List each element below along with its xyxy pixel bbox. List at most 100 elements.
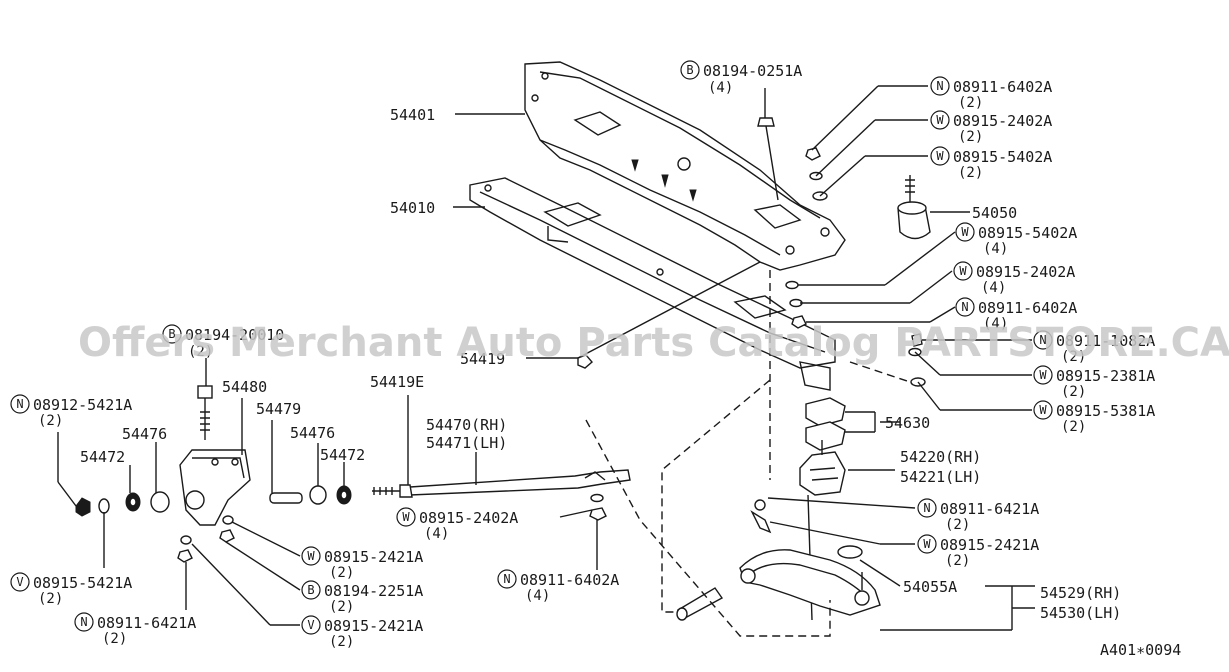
- svg-text:08915-2421A: 08915-2421A: [940, 536, 1039, 554]
- svg-text:(4): (4): [983, 241, 1008, 257]
- svg-text:08911-6421A: 08911-6421A: [97, 614, 196, 632]
- svg-text:W: W: [923, 537, 931, 551]
- svg-text:(2): (2): [945, 517, 970, 533]
- svg-text:N: N: [1039, 333, 1046, 347]
- svg-text:W: W: [959, 264, 967, 278]
- svg-text:08911-6421A: 08911-6421A: [940, 500, 1039, 518]
- svg-text:08915-5402A: 08915-5402A: [953, 148, 1052, 166]
- svg-text:08915-5381A: 08915-5381A: [1056, 402, 1155, 420]
- fastener-labels: B 08194-0251A (4) N 08911-6402A (2) W 08…: [10, 60, 1155, 650]
- bracket-54480[interactable]: [179, 449, 251, 526]
- fastener-label[interactable]: W 08915-2402A (2): [930, 110, 1052, 145]
- svg-text:08911-6402A: 08911-6402A: [978, 299, 1077, 317]
- label-54479[interactable]: 54479: [256, 400, 301, 418]
- label-54530[interactable]: 54530(LH): [1040, 604, 1121, 622]
- label-54221[interactable]: 54221(LH): [900, 468, 981, 486]
- lower-arm-54529[interactable]: [739, 499, 881, 616]
- svg-text:(2): (2): [958, 165, 983, 181]
- fastener-label[interactable]: W 08915-2381A (2): [1033, 365, 1155, 400]
- label-54472-a[interactable]: 54472: [80, 448, 125, 466]
- svg-text:V: V: [16, 575, 23, 589]
- fastener-label[interactable]: N 08911-6421A (2): [917, 498, 1039, 533]
- bushings[interactable]: [75, 485, 352, 563]
- svg-text:(2): (2): [38, 591, 63, 607]
- fastener-label[interactable]: N 08911-6421A (2): [74, 612, 196, 647]
- svg-text:B: B: [307, 583, 314, 597]
- svg-text:(4): (4): [708, 80, 733, 96]
- svg-text:(2): (2): [38, 413, 63, 429]
- label-54419[interactable]: 54419: [460, 350, 505, 368]
- fastener-label[interactable]: W 08915-5402A (2): [930, 146, 1052, 181]
- svg-text:W: W: [936, 113, 944, 127]
- fastener-label[interactable]: W 08915-2402A (4): [953, 261, 1075, 296]
- strut-pin: [577, 354, 724, 621]
- label-54055a[interactable]: 54055A: [903, 578, 957, 596]
- svg-text:(4): (4): [525, 588, 550, 604]
- svg-text:(2): (2): [1061, 384, 1086, 400]
- fastener-label[interactable]: V 08915-5421A (2): [10, 572, 132, 607]
- leader-lines: [57, 85, 1035, 637]
- fastener-label[interactable]: W 08915-5381A (2): [1033, 400, 1155, 435]
- svg-text:08194-20010: 08194-20010: [185, 326, 284, 344]
- fastener-label[interactable]: W 08915-2421A (2): [917, 534, 1039, 569]
- fastener-label[interactable]: N 08911-6402A (4): [497, 569, 619, 604]
- fastener-label[interactable]: W 08915-5402A (4): [955, 222, 1077, 257]
- svg-text:N: N: [16, 397, 23, 411]
- svg-text:(2): (2): [1061, 349, 1086, 365]
- svg-text:(4): (4): [981, 280, 1006, 296]
- label-54471[interactable]: 54471(LH): [426, 434, 507, 452]
- svg-text:(2): (2): [958, 95, 983, 111]
- fastener-label[interactable]: B 08194-2251A (2): [301, 580, 423, 615]
- label-54476-a[interactable]: 54476: [122, 425, 167, 443]
- label-54480[interactable]: 54480: [222, 378, 267, 396]
- bracket-54630[interactable]: [805, 397, 846, 451]
- fastener-label[interactable]: B 08194-0251A (4): [680, 60, 802, 96]
- fastener-label[interactable]: N 08911-6402A (4): [955, 297, 1077, 332]
- label-54472-b[interactable]: 54472: [320, 446, 365, 464]
- svg-text:N: N: [503, 572, 510, 586]
- svg-text:(2): (2): [102, 631, 127, 647]
- svg-text:W: W: [402, 510, 410, 524]
- svg-text:08194-2251A: 08194-2251A: [324, 582, 423, 600]
- svg-text:(2): (2): [945, 553, 970, 569]
- fastener-label[interactable]: B 08194-20010 (2): [162, 324, 284, 360]
- bolt-54480: [197, 385, 213, 440]
- svg-text:W: W: [307, 549, 315, 563]
- fastener-label[interactable]: W 08915-2402A (4): [396, 507, 518, 542]
- frame-54010[interactable]: [469, 177, 836, 391]
- label-54220[interactable]: 54220(RH): [900, 448, 981, 466]
- fastener-label[interactable]: N 08912-5421A (2): [10, 394, 132, 429]
- svg-text:08912-5421A: 08912-5421A: [33, 396, 132, 414]
- fastener-label[interactable]: W 08915-2421A (2): [301, 546, 423, 581]
- svg-text:08915-2402A: 08915-2402A: [976, 263, 1075, 281]
- svg-text:W: W: [961, 225, 969, 239]
- label-54050[interactable]: 54050: [972, 204, 1017, 222]
- label-54529[interactable]: 54529(RH): [1040, 584, 1121, 602]
- label-54010[interactable]: 54010: [390, 199, 435, 217]
- label-54630[interactable]: 54630: [885, 414, 930, 432]
- svg-text:B: B: [168, 327, 175, 341]
- fastener-label[interactable]: V 08915-2421A (2): [301, 615, 423, 650]
- label-54470[interactable]: 54470(RH): [426, 416, 507, 434]
- diagram-code: A401∗0094: [1100, 641, 1181, 659]
- svg-text:W: W: [1039, 368, 1047, 382]
- svg-text:08915-2421A: 08915-2421A: [324, 617, 423, 635]
- svg-text:(2): (2): [958, 129, 983, 145]
- svg-text:08915-5402A: 08915-5402A: [978, 224, 1077, 242]
- tension-rod-54470[interactable]: [372, 469, 631, 560]
- svg-text:08915-5421A: 08915-5421A: [33, 574, 132, 592]
- svg-text:(2): (2): [1061, 419, 1086, 435]
- fastener-label[interactable]: N 08911-1082A (2): [1033, 330, 1155, 365]
- svg-text:(4): (4): [983, 316, 1008, 332]
- label-54476-b[interactable]: 54476: [290, 424, 335, 442]
- label-54401[interactable]: 54401: [390, 106, 435, 124]
- svg-text:N: N: [923, 501, 930, 515]
- label-54419e[interactable]: 54419E: [370, 373, 424, 391]
- watermark-text: Offers Merchant Auto Parts Catalog PARTS…: [78, 320, 1229, 366]
- fastener-label[interactable]: N 08911-6402A (2): [930, 76, 1052, 111]
- mount-54050[interactable]: [897, 175, 931, 240]
- svg-text:B: B: [686, 63, 693, 77]
- crossmember-54401[interactable]: [524, 61, 846, 271]
- svg-text:08911-6402A: 08911-6402A: [953, 78, 1052, 96]
